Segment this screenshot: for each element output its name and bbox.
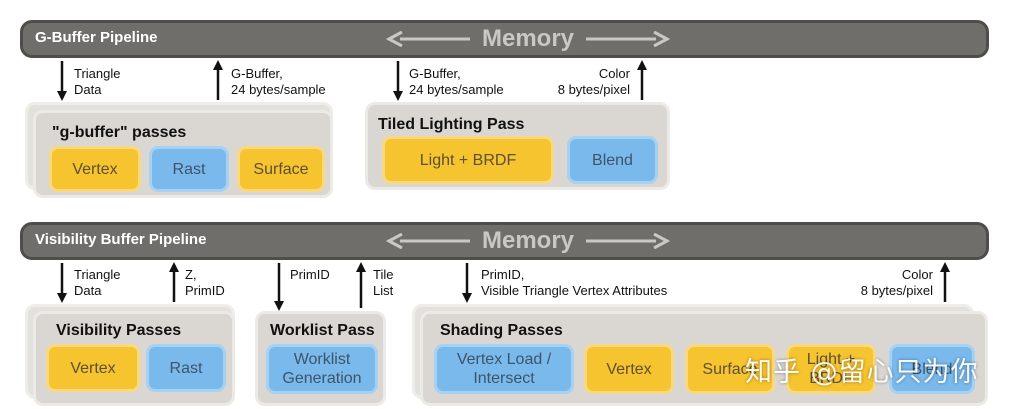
label-color-1: Color 8 bytes/pixel (530, 66, 630, 98)
worklist-generation-box: Worklist Generation (266, 344, 378, 394)
panel-title: Tiled Lighting Pass (378, 116, 525, 133)
label-primid-attrs: PrimID, Visible Triangle Vertex Attribut… (481, 267, 667, 299)
blend-box: Blend (567, 136, 658, 184)
label-line: 8 bytes/pixel (860, 283, 933, 298)
box-label-line: Worklist (293, 351, 351, 368)
right-arrow-icon (586, 233, 671, 249)
label-triangle-data: Triangle Data (74, 66, 120, 98)
box-label: Surface (253, 160, 309, 178)
gbuffer-pipeline-title: G-Buffer Pipeline (35, 29, 158, 46)
box-label: Vertex (606, 360, 652, 378)
box-label: Vertex (72, 160, 118, 178)
box-label: Light + BRDF (419, 151, 517, 169)
visibility-memory: Memory (363, 226, 693, 256)
visibility-pipeline-bar: Visibility Buffer Pipeline Memory (20, 222, 989, 260)
left-arrow-icon (385, 31, 470, 47)
box-label: Light + BRDF (807, 350, 855, 388)
gbuffer-passes-panel: "g-buffer" passes Vertex Rast Surface (33, 110, 333, 198)
box-label: Blend (592, 151, 633, 169)
box-label-line: Vertex Load / (456, 351, 552, 368)
label-line: G-Buffer, (409, 66, 461, 81)
label-color-2: Color 8 bytes/pixel (833, 267, 933, 299)
rast-box: Rast (146, 344, 226, 392)
visibility-pipeline-title: Visibility Buffer Pipeline (35, 231, 207, 248)
label-tile-list: Tile List (373, 267, 393, 299)
right-arrow-icon (586, 31, 671, 47)
label-line: Tile (373, 267, 394, 282)
label-line: Visible Triangle Vertex Attributes (481, 283, 668, 298)
box-label: Surface (702, 360, 758, 378)
vertex-box: Vertex (584, 344, 674, 394)
box-label: Worklist Generation (282, 350, 361, 388)
box-label: Vertex (70, 359, 116, 377)
gbuffer-pipeline-bar: G-Buffer Pipeline Memory (20, 20, 989, 58)
label-line: PrimID, (481, 267, 525, 282)
label-primid: PrimID (290, 267, 330, 283)
watermark: 知乎 @留心只为你 (745, 357, 979, 388)
box-label: Rast (172, 160, 206, 178)
panel-title: Visibility Passes (56, 322, 182, 339)
label-z-primid: Z, PrimID (185, 267, 225, 299)
label-line: Data (74, 283, 102, 298)
box-label-line: Generation (282, 370, 362, 387)
label-line: 8 bytes/pixel (557, 82, 630, 97)
label-line: Data (74, 82, 102, 97)
label-line: PrimID (290, 267, 330, 282)
memory-label: Memory (481, 227, 575, 254)
label-gbuffer-out: G-Buffer, 24 bytes/sample (231, 66, 326, 98)
vertex-load-intersect-box: Vertex Load / Intersect (434, 344, 574, 394)
box-label-line: BRDF (809, 370, 853, 387)
box-label: Blend (911, 360, 953, 378)
label-line: Z, (185, 267, 197, 282)
panel-title: "g-buffer" passes (52, 124, 187, 141)
surface-box: Surface (237, 146, 325, 192)
worklist-pass-panel: Worklist Pass Worklist Generation (255, 311, 386, 406)
memory-label: Memory (481, 25, 575, 52)
light-brdf-box: Light + BRDF (786, 344, 876, 394)
tiled-lighting-panel: Tiled Lighting Pass Light + BRDF Blend (365, 102, 670, 190)
box-label-line: Intersect (473, 370, 535, 387)
box-label: Rast (169, 359, 203, 377)
vertex-box: Vertex (46, 344, 140, 392)
left-arrow-icon (385, 233, 470, 249)
label-line: 24 bytes/sample (409, 82, 504, 97)
box-label-line: Light + (806, 351, 856, 368)
label-line: PrimID (185, 283, 225, 298)
label-line: 24 bytes/sample (231, 82, 326, 97)
box-label: Vertex Load / Intersect (457, 350, 551, 388)
label-gbuffer-in: G-Buffer, 24 bytes/sample (409, 66, 504, 98)
label-line: Triangle (74, 66, 121, 81)
label-triangle-data-2: Triangle Data (74, 267, 120, 299)
label-line: Color (901, 267, 933, 282)
blend-box: Blend (889, 344, 975, 394)
rast-box: Rast (149, 146, 229, 192)
vertex-box: Vertex (49, 146, 141, 192)
label-line: List (373, 283, 394, 298)
label-line: Triangle (74, 267, 121, 282)
light-brdf-box: Light + BRDF (382, 136, 554, 184)
surface-box: Surface (685, 344, 775, 394)
shading-passes-panel: Shading Passes Vertex Load / Intersect V… (420, 311, 988, 406)
panel-title: Worklist Pass (270, 322, 375, 339)
label-line: Color (598, 66, 630, 81)
panel-title: Shading Passes (440, 322, 563, 339)
visibility-passes-panel: Visibility Passes Vertex Rast (33, 311, 235, 406)
gbuffer-memory: Memory (363, 24, 693, 54)
label-line: G-Buffer, (231, 66, 283, 81)
